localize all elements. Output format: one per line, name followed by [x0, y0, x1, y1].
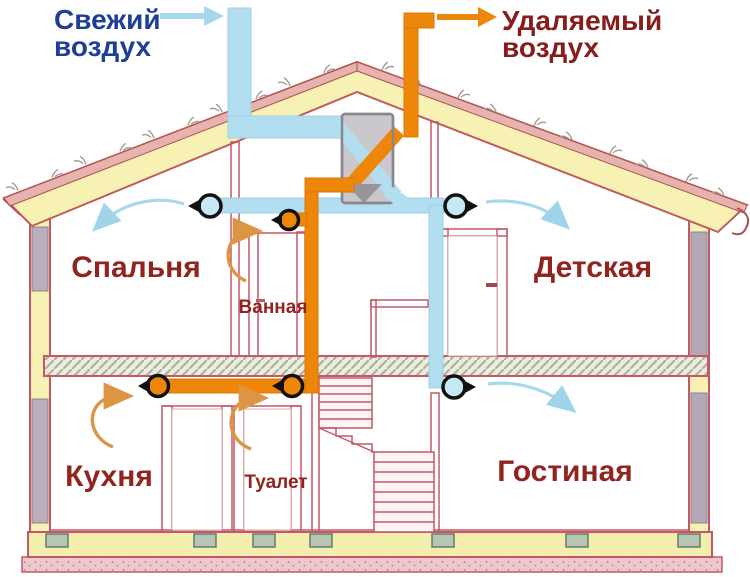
attic-wall-stub — [430, 121, 439, 201]
eave-edge — [2, 198, 21, 216]
heat-recovery-unit — [329, 112, 413, 212]
bathroom-door-frame — [248, 231, 259, 357]
roof — [2, 60, 750, 236]
exhaust-air-arrow-icon — [437, 7, 497, 27]
supply-drop-duct — [428, 204, 444, 389]
fresh-air-label-line2: воздух — [54, 31, 152, 62]
bathroom-exhaust-grille-icon — [271, 208, 301, 232]
bedroom-label: Спальня — [71, 251, 201, 284]
children-room-door — [437, 228, 508, 357]
bathroom-airflow-arrow-icon — [226, 217, 264, 283]
toilet-door — [233, 405, 302, 533]
living-room-label: Гостиная — [497, 455, 633, 488]
airflow-arrows — [90, 198, 577, 451]
supply-diffusers — [188, 193, 478, 400]
foundation-blocks — [45, 533, 701, 548]
bedroom-airflow-arrow-icon — [92, 198, 185, 232]
bathroom-door-handle — [256, 299, 265, 302]
living-window — [690, 392, 708, 524]
stairwell-left-wall — [311, 375, 320, 533]
children-supply-diffuser-icon — [443, 193, 478, 219]
bathroom-label: Ванная — [239, 297, 308, 318]
bathroom-right-wall — [296, 231, 306, 357]
bedroom-bathroom-wall — [230, 141, 240, 357]
fresh-air-label-line1: Свежий — [54, 4, 161, 35]
living-supply-diffuser-icon — [441, 374, 476, 400]
door-handle — [486, 283, 497, 287]
children-airflow-arrow-icon — [485, 199, 570, 230]
kitchen-airflow-arrow-icon — [90, 382, 135, 449]
toilet-airflow-arrow-icon — [229, 384, 270, 451]
interfloor-slab — [43, 355, 709, 377]
ground-strip — [21, 556, 723, 573]
fresh-air-intake-duct — [227, 7, 252, 133]
foundation-slab — [27, 531, 713, 558]
kitchen-label: Кухня — [65, 460, 153, 493]
unit-exhaust-duct — [341, 126, 405, 194]
exhaust-air-label-line1: Удаляемый — [502, 5, 662, 36]
bedroom-supply-diffuser-icon — [188, 193, 223, 219]
stair-railing — [370, 299, 429, 358]
bedroom-window — [31, 226, 49, 292]
labels: Свежий воздух Удаляемый воздух Спальня Д… — [54, 4, 662, 493]
kitchen-exhaust-grille-icon — [138, 373, 171, 399]
living-airflow-arrow-icon — [487, 381, 577, 414]
toilet-exhaust-grille-icon — [272, 373, 305, 399]
exhaust-grilles — [138, 208, 305, 399]
toilet-label: Туалет — [244, 472, 307, 493]
fresh-air-arrow-icon — [160, 6, 224, 26]
exhaust-air-label-line2: воздух — [502, 32, 600, 63]
gutter-hook — [731, 207, 750, 236]
children-window — [690, 231, 708, 359]
kitchen-door — [161, 405, 233, 533]
unit-funnel — [346, 184, 382, 203]
children-room-label: Детская — [534, 251, 652, 284]
exhaust-stack-duct — [403, 21, 419, 138]
staircase — [318, 377, 435, 533]
kitchen-window — [31, 398, 49, 524]
